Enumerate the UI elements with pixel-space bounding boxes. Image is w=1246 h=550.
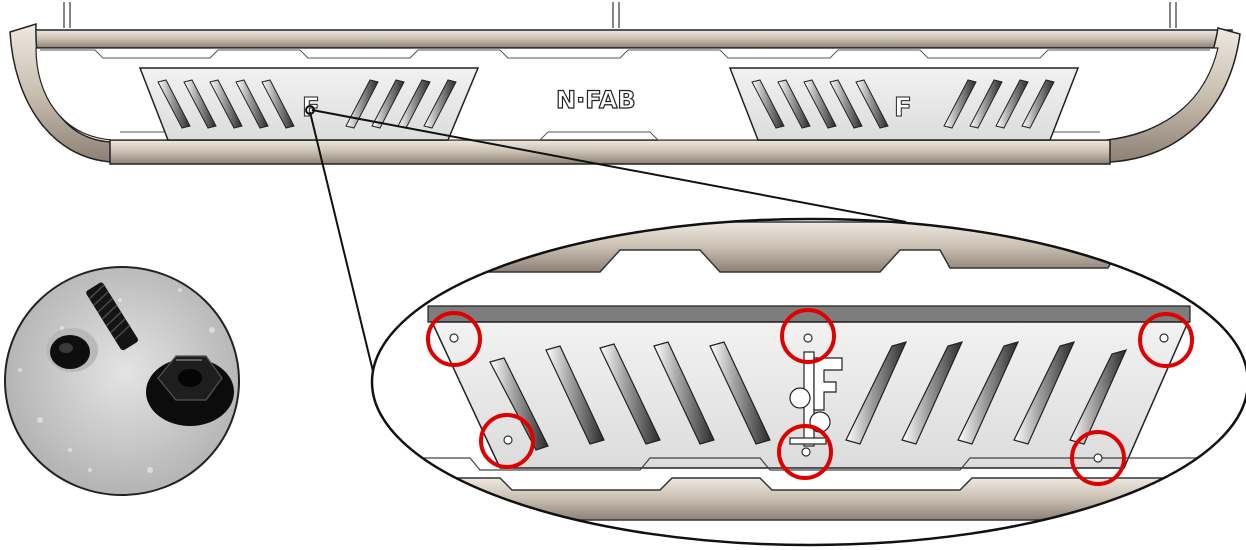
callout-circle [479,413,535,469]
flange-nut-icon [146,355,234,426]
plate-logo-letter-right: F [894,93,912,123]
zoom-detail [370,217,1246,547]
plate-louvers-right [751,79,1055,129]
photo-frame [4,266,240,496]
hardware-photo [4,266,240,496]
zoom-plate-top-edge [427,305,1191,323]
zoom-leader-lines [305,105,907,393]
callout-circle [1070,430,1126,486]
lower-tube [109,139,1111,165]
tread-edge-top [40,49,1210,59]
zoom-lower-tube [372,477,1246,521]
brand-logo: N·FAB [556,86,636,114]
callout-circle [426,311,482,367]
zoom-plate-logo [789,351,843,447]
bolt-icon [46,282,139,372]
plate-logo-letter-left: F [302,93,320,123]
zoom-tread-edge [372,457,1246,471]
callout-circle [780,308,836,364]
plate-louvers-left [157,79,457,129]
upper-tube [21,29,1233,49]
zoom-plate-louvers [489,341,1128,451]
zoom-frame [370,217,1246,547]
callout-circles [426,308,1194,486]
callout-circle [1138,312,1194,368]
mounting-holes [449,333,1169,463]
step-plate-left: F [138,67,480,141]
step-plate-right: F [728,67,1080,141]
nerf-step-overview: F N·FAB F [9,2,1241,165]
mounting-brackets [63,2,1177,28]
callout-circle [777,424,833,480]
